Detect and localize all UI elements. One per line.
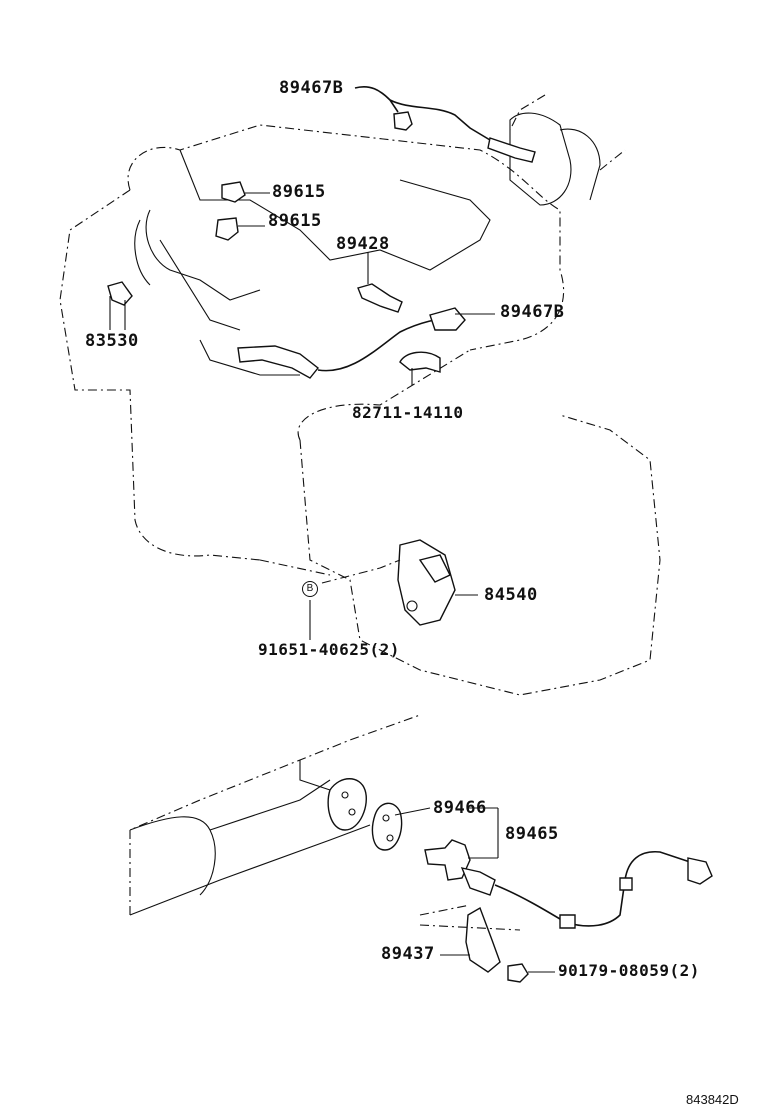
label-89466: 89466 (433, 798, 487, 818)
sensor-83530 (107, 281, 133, 330)
sensor-89467b-top (354, 85, 536, 163)
label-91651-40625: 91651-40625(2) (258, 640, 400, 659)
diagram-code: 843842D (686, 1092, 739, 1107)
gasket-89466 (371, 802, 403, 851)
label-89428: 89428 (336, 234, 390, 254)
label-89615-b: 89615 (268, 211, 322, 231)
exhaust-pipe (129, 714, 421, 916)
engine-outline (59, 94, 661, 696)
reference-marker-b: B (302, 581, 318, 597)
sensor-89615-b (215, 217, 239, 241)
label-89467b-top: 89467B (279, 78, 344, 98)
bracket-89437 (419, 904, 521, 973)
label-89615-a: 89615 (272, 182, 326, 202)
label-82711-14110: 82711-14110 (352, 403, 464, 422)
bolt-90179 (507, 963, 529, 983)
label-84540: 84540 (484, 585, 538, 605)
clamp-82711 (399, 351, 441, 385)
label-89467b-mid: 89467B (500, 302, 565, 322)
sensor-89615-a (221, 181, 246, 203)
sensor-89465 (424, 839, 713, 929)
leader-lines (238, 192, 555, 973)
sensor-89428 (357, 252, 403, 313)
label-90179-08059: 90179-08059(2) (558, 961, 700, 980)
label-89437: 89437 (381, 944, 435, 964)
label-89465: 89465 (505, 824, 559, 844)
switch-84540 (397, 539, 478, 626)
label-83530: 83530 (85, 331, 139, 351)
